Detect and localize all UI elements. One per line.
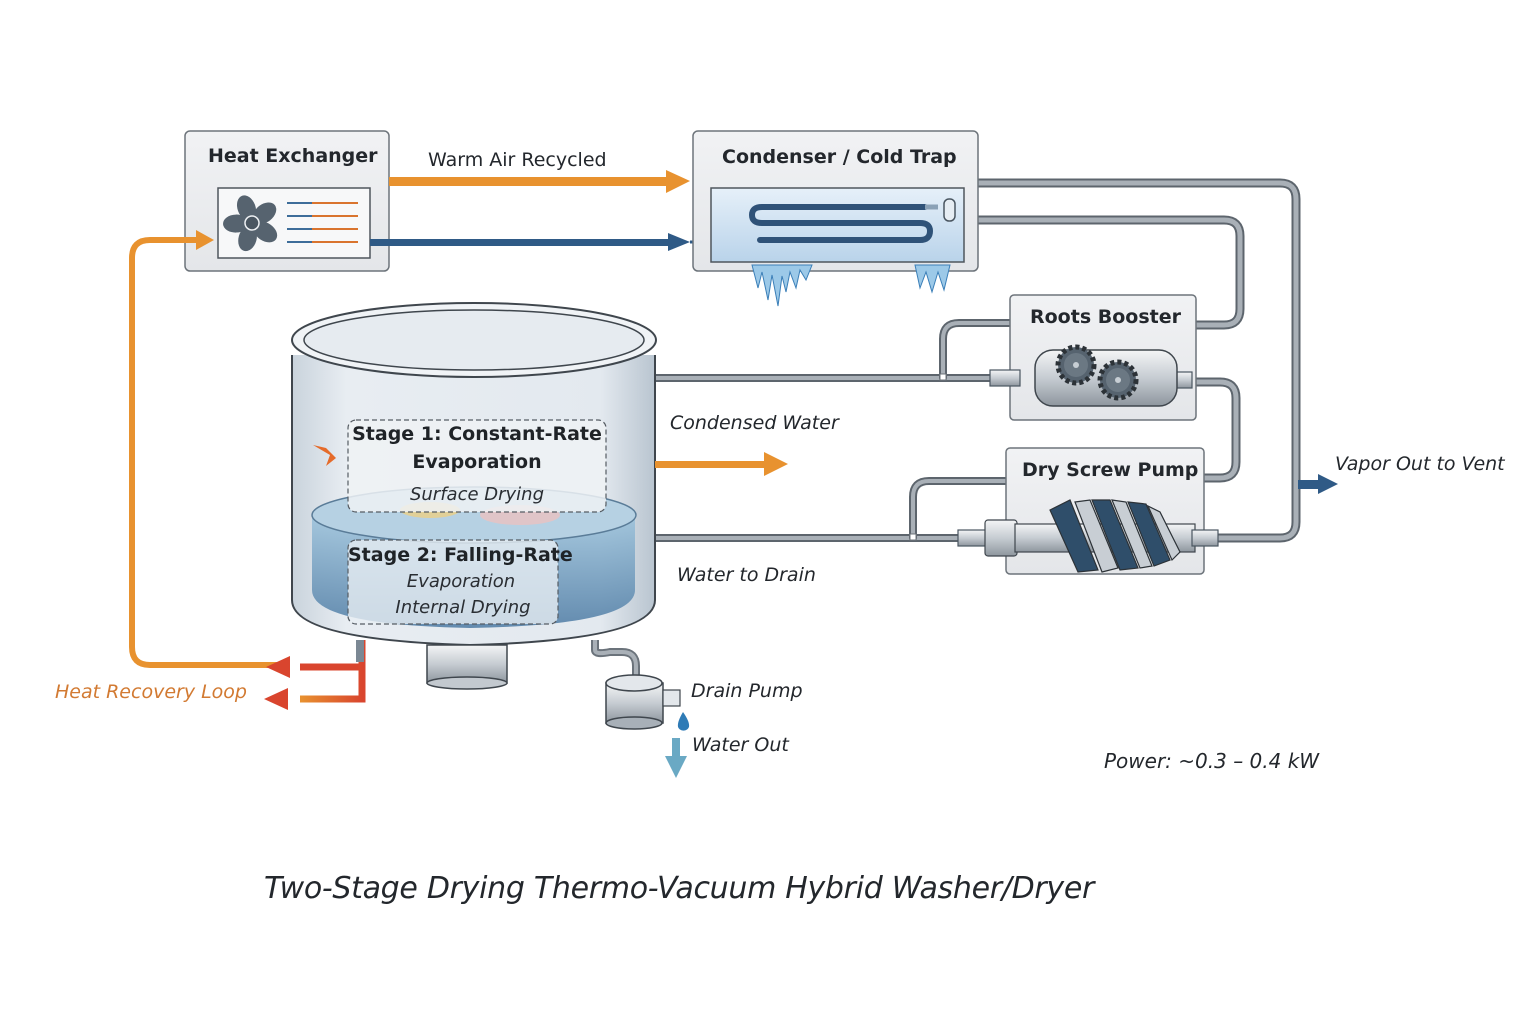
screw-rotor-icon xyxy=(1049,499,1181,573)
drain-pump-label: Drain Pump xyxy=(691,680,803,702)
stage2-line3: Internal Drying xyxy=(395,597,531,618)
condensed-water-label: Condensed Water xyxy=(670,412,839,434)
stage2-panel xyxy=(347,539,559,625)
roots-booster-box[interactable] xyxy=(989,294,1197,421)
vacuum-pipes xyxy=(651,178,1301,543)
cool-air-arrow xyxy=(370,233,745,251)
coil-lines-icon xyxy=(287,202,358,243)
condensed-water-arrow xyxy=(655,452,788,476)
heat-exchanger-label: Heat Exchanger xyxy=(208,145,378,167)
stage1-title-line1: Stage 1: Constant-Rate xyxy=(352,423,602,445)
stage2-line2: Evaporation xyxy=(406,571,516,592)
heat-recovery-loop xyxy=(129,230,366,710)
condenser-label: Condenser / Cold Trap xyxy=(722,146,957,168)
condenser-box[interactable] xyxy=(692,130,979,307)
gear-icon xyxy=(1055,344,1139,401)
serpentine-coil-icon xyxy=(748,204,934,243)
stage1-subtitle: Surface Drying xyxy=(409,484,545,505)
vapor-out-arrow xyxy=(1298,474,1338,494)
vapor-out-label: Vapor Out to Vent xyxy=(1335,453,1505,475)
heat-exchanger-box[interactable] xyxy=(184,130,390,272)
icicles xyxy=(751,264,951,307)
drain-pump[interactable] xyxy=(591,640,681,730)
warm-air-label: Warm Air Recycled xyxy=(428,149,607,171)
water-to-drain-label: Water to Drain xyxy=(677,564,816,586)
power-spec: Power: ~0.3 – 0.4 kW xyxy=(1104,749,1320,773)
water-drop-icon xyxy=(677,712,690,731)
stage2-title: Stage 2: Falling-Rate xyxy=(348,544,573,566)
fan-icon xyxy=(223,195,278,252)
heat-recovery-pipe xyxy=(129,237,290,668)
dry-screw-pump-label: Dry Screw Pump xyxy=(1022,459,1199,481)
water-out-label: Water Out xyxy=(692,734,789,756)
diagram-title: Two-Stage Drying Thermo-Vacuum Hybrid Wa… xyxy=(264,871,1095,906)
roots-booster-label: Roots Booster xyxy=(1030,306,1181,328)
stage1-title-line2: Evaporation xyxy=(412,451,542,473)
washer-drum[interactable] xyxy=(291,302,657,690)
dry-screw-pump-box[interactable] xyxy=(957,447,1219,575)
stage1-panel xyxy=(347,419,607,513)
warm-air-arrow xyxy=(389,170,690,193)
heat-recovery-label: Heat Recovery Loop xyxy=(55,681,247,703)
water-out-arrow xyxy=(665,738,687,778)
